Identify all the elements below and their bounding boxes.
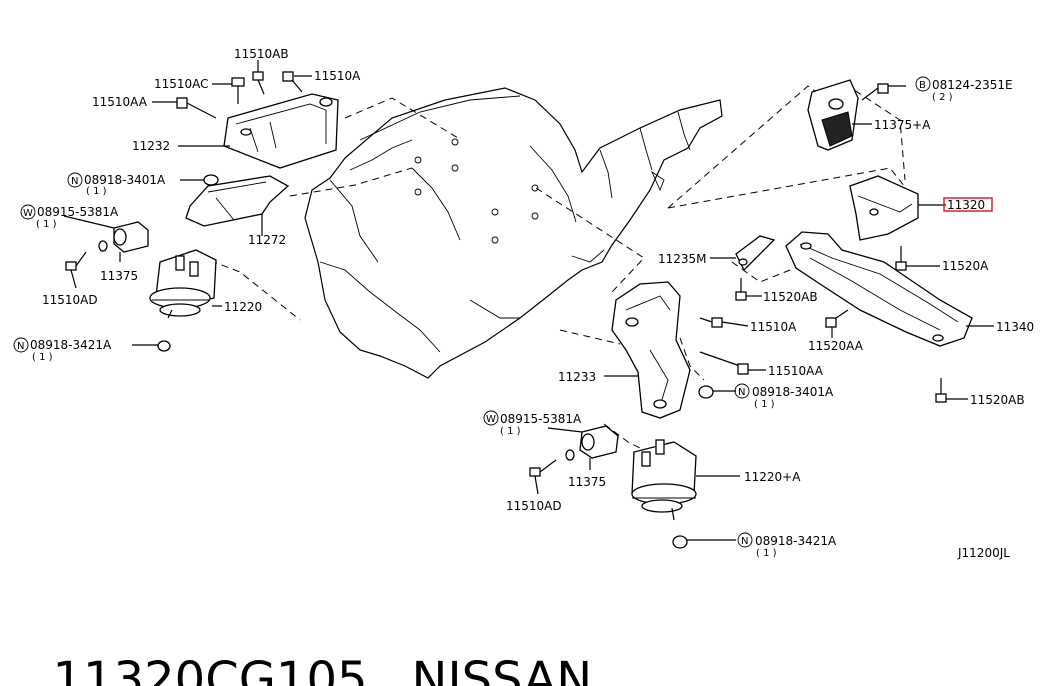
bolt-11510AC xyxy=(212,77,245,104)
bolt-11510AA-top xyxy=(152,97,217,119)
bolt-11520AA xyxy=(825,309,849,338)
qty-08915-5381A-right: ( 1 ) xyxy=(500,426,521,437)
label-11520AB-upper: 11520AB xyxy=(763,290,818,304)
label-08915-5381A-left: 08915-5381A xyxy=(37,205,119,219)
nut-08918-3421A-right xyxy=(672,535,736,549)
label-11520AA: 11520AA xyxy=(808,339,864,353)
bolt-11520AB-lower xyxy=(935,378,968,403)
symbol-W-left: W xyxy=(20,204,36,220)
brand-name: NISSAN xyxy=(411,652,593,686)
qty-08915-5381A-left: ( 1 ) xyxy=(36,219,57,230)
label-11375-right: 11375 xyxy=(568,475,606,489)
bolt-11510A-mid xyxy=(699,317,749,328)
label-11220-A: 11220+A xyxy=(744,470,801,484)
qty-08124-2351E: ( 2 ) xyxy=(932,92,953,103)
svg-text:W: W xyxy=(486,414,496,425)
label-11520AB-lower: 11520AB xyxy=(970,393,1025,407)
nut-08918-3401A-right xyxy=(698,385,736,399)
label-08918-3421A-left: 08918-3421A xyxy=(30,338,112,352)
insulator-11375-left xyxy=(63,215,149,262)
qty-08918-3421A-right: ( 1 ) xyxy=(756,548,777,559)
symbol-N-left-top: N xyxy=(67,172,83,188)
label-11375-left: 11375 xyxy=(100,269,138,283)
symbol-W-right: W xyxy=(483,410,499,426)
part-number: 11320CG105 xyxy=(52,652,368,686)
engine-block-illustration xyxy=(304,87,723,379)
label-11320: 11320 xyxy=(947,198,985,212)
label-11272: 11272 xyxy=(248,233,286,247)
qty-08918-3401A-right: ( 1 ) xyxy=(754,399,775,410)
label-11510AD-left: 11510AD xyxy=(42,293,98,307)
label-11510AD-right: 11510AD xyxy=(506,499,562,513)
svg-text:N: N xyxy=(738,387,745,398)
symbol-N-right-bottom: N xyxy=(737,532,753,548)
label-11220: 11220 xyxy=(224,300,262,314)
part-caption: 11320CG105 NISSAN xyxy=(22,596,636,686)
bolt-11520AB-upper xyxy=(735,278,762,301)
svg-text:N: N xyxy=(741,536,748,547)
label-08918-3401A-left: 08918-3401A xyxy=(84,173,166,187)
label-11510AA-mid: 11510AA xyxy=(768,364,824,378)
engine-mount-11220-A xyxy=(631,439,740,521)
highlight-box-11320 xyxy=(943,197,993,212)
crossmember-11340 xyxy=(785,231,994,347)
label-11232: 11232 xyxy=(132,139,170,153)
bracket-11235M xyxy=(710,235,776,272)
label-11340: 11340 xyxy=(996,320,1034,334)
label-08918-3401A-right: 08918-3401A xyxy=(752,385,834,399)
symbol-N-left-bottom: N xyxy=(13,337,29,353)
label-11510AA-top: 11510AA xyxy=(92,95,148,109)
label-11510AC: 11510AC xyxy=(154,77,209,91)
label-11510AB: 11510AB xyxy=(234,47,289,61)
bolt-11510AA-mid xyxy=(699,351,766,375)
bolt-08124-2351E xyxy=(861,83,906,101)
label-11233: 11233 xyxy=(558,370,596,384)
label-11520A: 11520A xyxy=(942,259,989,273)
insulator-11375-right xyxy=(547,425,619,470)
engine-mount-11220 xyxy=(149,249,222,319)
label-11510A-mid: 11510A xyxy=(750,320,797,334)
label-11375-A: 11375+A xyxy=(874,118,931,132)
bolt-11510AD-right xyxy=(529,459,557,495)
svg-text:W: W xyxy=(23,208,33,219)
label-11510A-top: 11510A xyxy=(314,69,361,83)
label-08918-3421A-right: 08918-3421A xyxy=(755,534,837,548)
bracket-11272 xyxy=(185,174,290,236)
symbol-B: B xyxy=(915,76,931,92)
label-11235M: 11235M xyxy=(658,252,707,266)
bolt-11510A-top xyxy=(282,71,312,93)
insulator-11375-A xyxy=(807,79,872,151)
label-08124-2351E: 08124-2351E xyxy=(932,78,1013,92)
bracket-11232 xyxy=(223,93,339,169)
svg-text:B: B xyxy=(919,80,926,91)
qty-08918-3401A-left: ( 1 ) xyxy=(86,186,107,197)
mount-11320 xyxy=(849,175,946,241)
bolt-11510AB xyxy=(252,60,265,95)
qty-08918-3421A-left: ( 1 ) xyxy=(32,352,53,363)
bracket-11233 xyxy=(604,281,691,419)
svg-text:N: N xyxy=(17,341,24,352)
bolt-11510AD-left xyxy=(65,251,87,289)
svg-text:N: N xyxy=(71,176,78,187)
label-08915-5381A-right: 08915-5381A xyxy=(500,412,582,426)
nut-08918-3421A-left xyxy=(132,340,171,352)
symbol-N-right-mid: N xyxy=(734,383,750,399)
diagram-code: J11200JL xyxy=(957,546,1010,560)
bolt-11520A xyxy=(895,246,940,271)
